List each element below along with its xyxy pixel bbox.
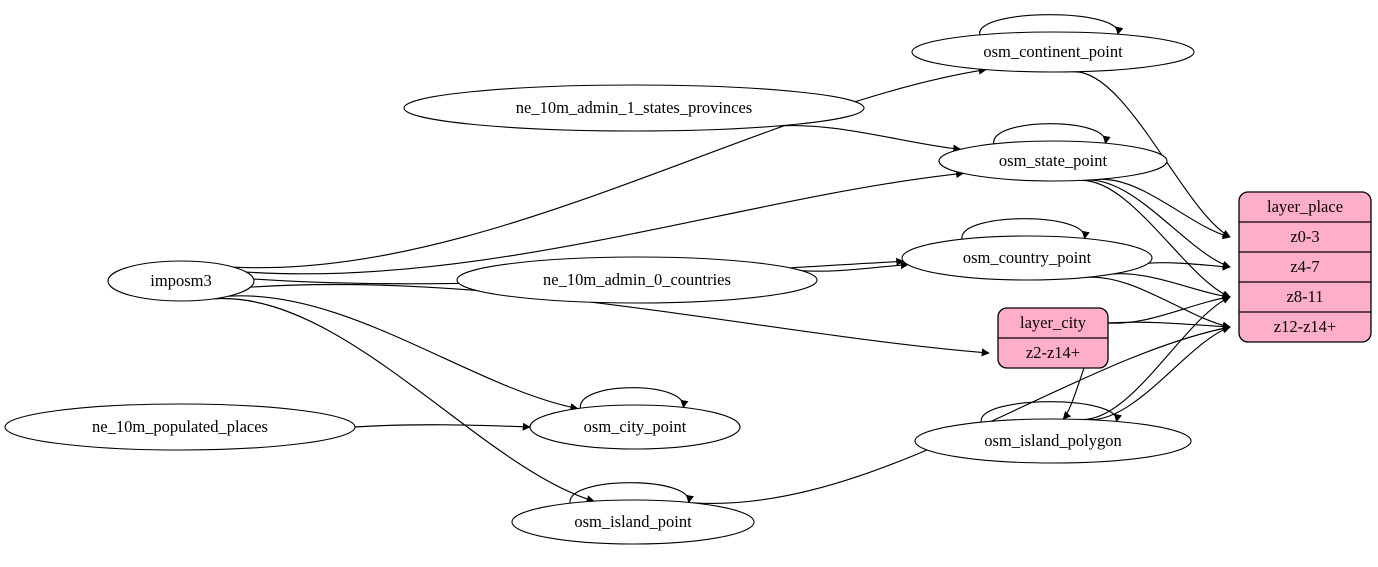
edge-osm_state_point-to-osm_state_point: [993, 123, 1111, 145]
node-imposm3[interactable]: imposm3: [107, 260, 255, 302]
node-label: ne_10m_admin_1_states_provinces: [516, 98, 752, 117]
edge-osm_country_point-to-layer_place-z12-z14+: [1086, 276, 1231, 330]
node-shape-ellipse: [107, 260, 255, 302]
edge-osm_country_point-to-layer_place-z8-11: [1113, 273, 1231, 301]
node-label: osm_country_point: [963, 248, 1092, 267]
node-shape-ellipse: [511, 499, 755, 545]
node-ne_10m_populated_places[interactable]: ne_10m_populated_places: [4, 403, 356, 451]
edge-imposm3-to-layer_city-z2-z14+: [250, 283, 990, 357]
edge-osm_island_point-to-osm_island_point: [569, 482, 694, 504]
records-layer: layer_place z0-3 z4-7 z8-11 z12-z14+ layer_ci…: [997, 191, 1372, 369]
edge-osm_island_polygon-to-layer_place-z8-11: [1080, 296, 1231, 421]
edge-osm_island_polygon-to-layer_place-z12-z14+: [1087, 325, 1231, 421]
edge-imposm3-to-osm_island_point: [214, 298, 595, 503]
node-label: ne_10m_admin_0_countries: [543, 270, 731, 289]
edge-osm_state_point-to-layer_place-z4-7: [1086, 179, 1231, 269]
node-shape-ellipse: [529, 404, 741, 450]
node-label: osm_city_point: [584, 417, 687, 436]
node-osm_continent_point[interactable]: osm_continent_point: [911, 31, 1195, 73]
node-ne_10m_admin_1_states_provinces[interactable]: ne_10m_admin_1_states_provinces: [403, 84, 865, 132]
record-row-label[interactable]: z8-11: [1287, 287, 1324, 306]
edge-osm_state_point-to-layer_place-z0-3: [1097, 178, 1231, 240]
record-node-layer_place[interactable]: layer_place z0-3 z4-7 z8-11 z12-z14+: [1238, 191, 1372, 343]
edge-imposm3-to-osm_city_point: [228, 295, 579, 412]
record-row-label[interactable]: z12-z14+: [1274, 317, 1336, 336]
node-label: ne_10m_populated_places: [92, 417, 268, 436]
record-row-label[interactable]: z4-7: [1290, 257, 1319, 276]
record-row-label[interactable]: z2-z14+: [1026, 343, 1080, 362]
edge-ne_10m_admin_0_countries-to-osm_country_point: [801, 261, 909, 272]
edge-osm_country_point-to-layer_place-z4-7: [1148, 262, 1231, 271]
edge-osm_island_point-to-layer_place-z12-z14+: [692, 324, 1231, 505]
node-osm_country_point[interactable]: osm_country_point: [901, 235, 1153, 281]
edge-layer_city-to-layer_place-z8-11: [1107, 294, 1231, 324]
record-header-label: layer_city: [1020, 313, 1087, 332]
record-frame: [1238, 191, 1372, 343]
edge-osm_continent_point-to-layer_place-z0-3: [1072, 71, 1231, 238]
node-ne_10m_admin_0_countries[interactable]: ne_10m_admin_0_countries: [456, 256, 818, 304]
node-shape-ellipse: [911, 31, 1195, 73]
node-osm_city_point[interactable]: osm_city_point: [529, 404, 741, 450]
record-row-label[interactable]: z0-3: [1290, 227, 1319, 246]
node-label: osm_continent_point: [983, 42, 1123, 61]
edge-layer_city-to-layer_place-z12-z14+: [1107, 321, 1231, 331]
node-shape-ellipse: [403, 84, 865, 132]
node-label: osm_island_point: [574, 512, 692, 531]
record-header-label: layer_place: [1267, 197, 1343, 216]
node-shape-ellipse: [901, 235, 1153, 281]
node-label: osm_state_point: [999, 151, 1108, 170]
edge-ne_10m_populated_places-to-osm_city_point: [354, 422, 531, 431]
edge-osm_continent_point-to-osm_continent_point: [979, 14, 1124, 36]
edge-osm_state_point-to-layer_place-z8-11: [1079, 179, 1231, 298]
edge-osm_city_point-to-osm_city_point: [579, 387, 689, 409]
node-shape-ellipse: [4, 403, 356, 451]
node-osm_island_point[interactable]: osm_island_point: [511, 499, 755, 545]
node-shape-ellipse: [456, 256, 818, 304]
edge-imposm3-to-osm_continent_point: [233, 66, 987, 269]
node-label: imposm3: [150, 271, 211, 290]
edge-osm_island_polygon-to-osm_island_polygon: [980, 401, 1122, 423]
edge-ne_10m_admin_1_states_provinces-to-osm_state_point: [776, 124, 962, 153]
node-osm_state_point[interactable]: osm_state_point: [938, 140, 1168, 182]
edge-imposm3-to-osm_state_point: [246, 170, 965, 275]
node-osm_island_polygon[interactable]: osm_island_polygon: [914, 418, 1192, 464]
node-shape-ellipse: [938, 140, 1168, 182]
node-shape-ellipse: [914, 418, 1192, 464]
nodes-layer: imposm3 ne_10m_populated_places ne_10m_adm…: [4, 31, 1195, 545]
record-node-layer_city[interactable]: layer_city z2-z14+: [997, 307, 1109, 369]
edge-osm_country_point-to-osm_country_point: [961, 218, 1090, 240]
node-label: osm_island_polygon: [984, 431, 1122, 450]
